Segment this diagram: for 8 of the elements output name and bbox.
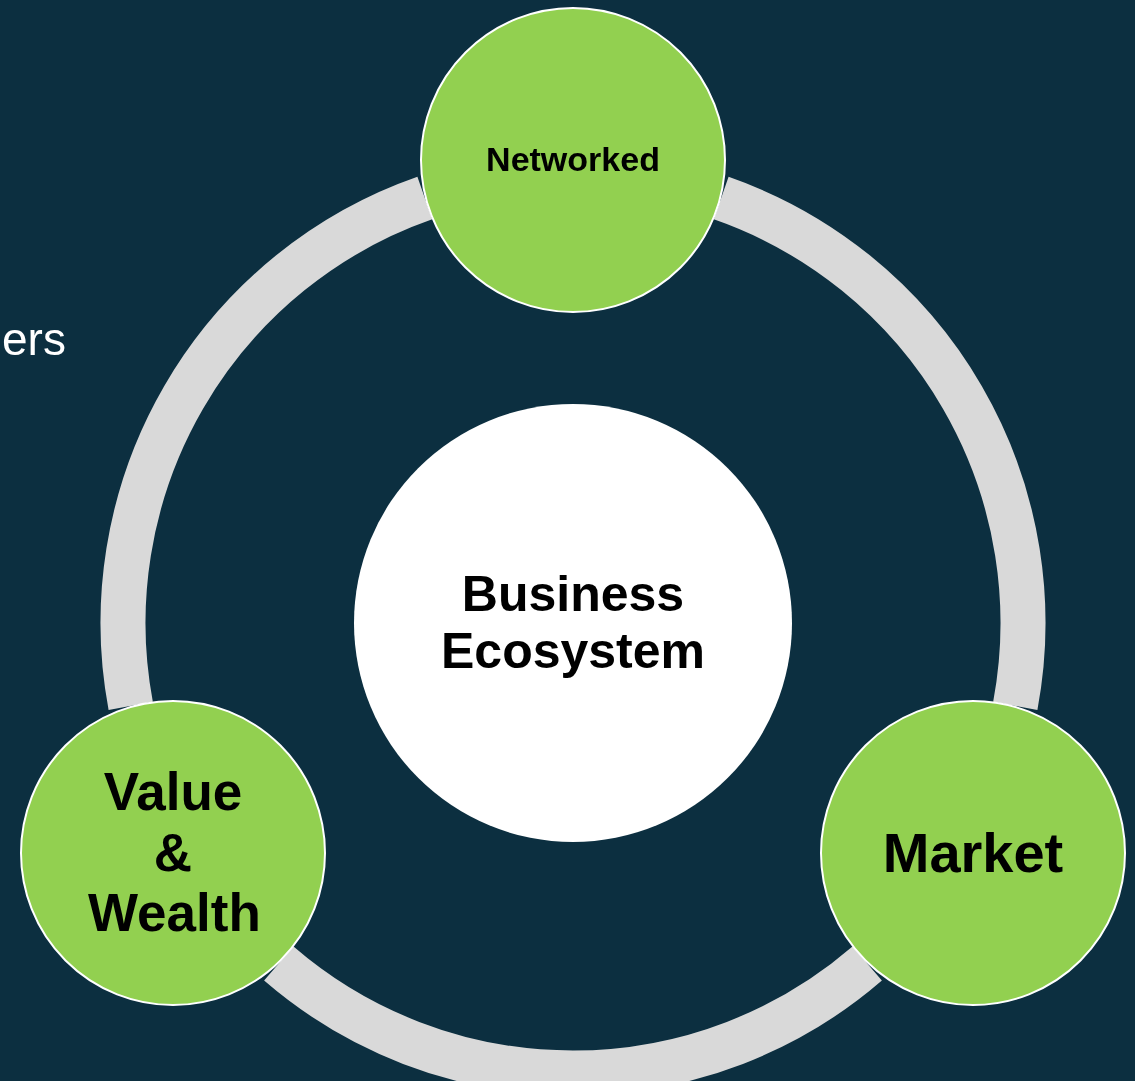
ring-connector (265, 945, 881, 1081)
partial-text: ers (2, 312, 66, 366)
node-label: Networked (485, 140, 661, 180)
node-label: Market (881, 820, 1065, 886)
ring-connector (101, 177, 434, 709)
node-label: Value & Wealth (88, 761, 258, 945)
node-label: Business Ecosystem (439, 565, 706, 681)
ring-connector (712, 177, 1045, 709)
